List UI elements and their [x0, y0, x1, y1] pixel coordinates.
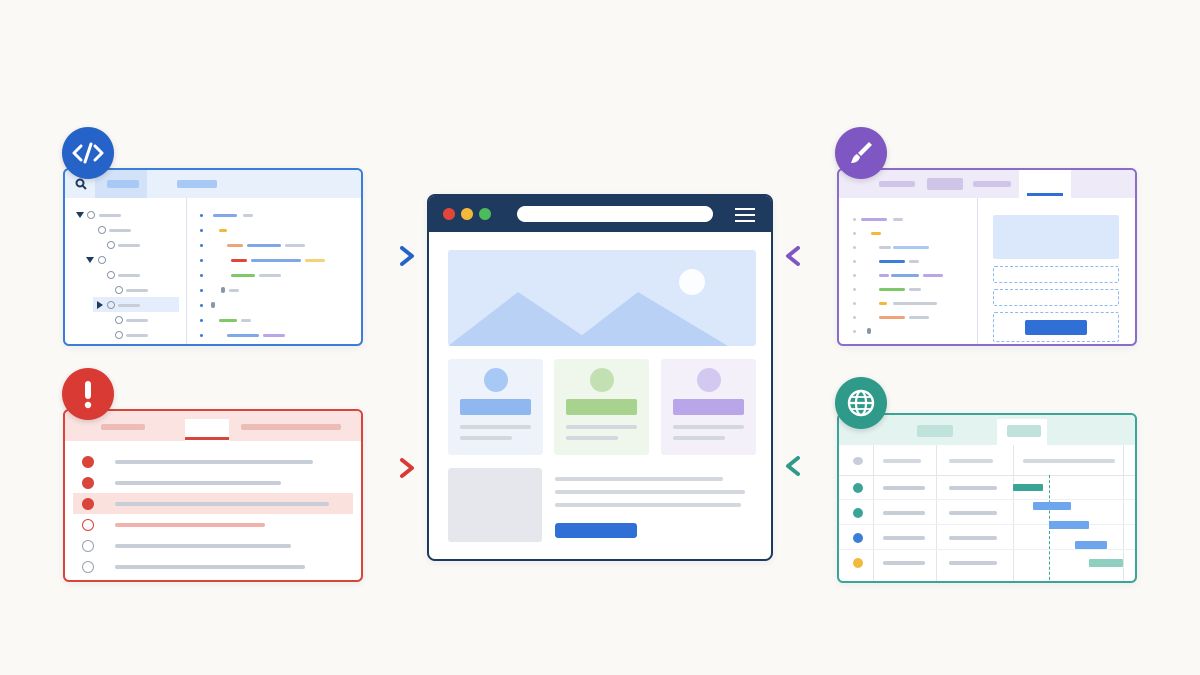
- window-minimize-button[interactable]: [461, 208, 473, 220]
- gantt-row-1-task-bar[interactable]: [1013, 484, 1043, 491]
- text-line: [555, 503, 741, 507]
- feature-card-1: [448, 359, 543, 455]
- row-divider: [839, 499, 1135, 500]
- card-button[interactable]: [673, 399, 744, 415]
- code-area: [839, 198, 977, 344]
- toolbar-tab-2[interactable]: [241, 424, 341, 430]
- canvas-button[interactable]: [1025, 320, 1087, 335]
- issue-row-3-status-dot: [82, 498, 94, 510]
- panel-divider: [977, 198, 978, 344]
- hero-image-placeholder: [448, 250, 756, 346]
- canvas-placeholder-block[interactable]: [993, 312, 1119, 342]
- chevron-down-icon[interactable]: [86, 257, 94, 263]
- panel-divider: [186, 198, 187, 344]
- issue-row-6-status-dot: [82, 561, 94, 573]
- window-maximize-button[interactable]: [479, 208, 491, 220]
- row-divider: [839, 549, 1135, 550]
- tab-file-1[interactable]: [107, 180, 139, 188]
- header-status-dot: [853, 457, 863, 465]
- text-line: [555, 477, 723, 481]
- address-bar[interactable]: [517, 206, 713, 222]
- globe-icon: [835, 377, 887, 429]
- gantt-row-4-status-dot: [853, 558, 863, 568]
- tab-file-2[interactable]: [177, 180, 217, 188]
- column-divider: [1123, 445, 1124, 581]
- active-tab-indicator: [1027, 193, 1063, 196]
- chevron-down-icon[interactable]: [76, 212, 84, 218]
- column-divider: [873, 445, 874, 581]
- column-divider: [1013, 445, 1014, 581]
- arrow-design-to-browser: [786, 246, 836, 266]
- window-close-button[interactable]: [443, 208, 455, 220]
- issue-row-5-title[interactable]: [115, 544, 291, 548]
- search-icon[interactable]: [75, 178, 87, 190]
- toolbar-active-tab[interactable]: [185, 419, 229, 441]
- content-image-placeholder: [448, 468, 542, 542]
- issue-row-5-status-dot: [82, 540, 94, 552]
- toolbar-tab-2[interactable]: [1007, 425, 1041, 437]
- gantt-row-1-status-dot: [853, 483, 863, 493]
- issue-row-2-status-dot: [82, 477, 94, 489]
- paintbrush-icon: [835, 127, 887, 179]
- gantt-row-3b-task-bar[interactable]: [1075, 541, 1107, 549]
- issue-row-3-title[interactable]: [115, 502, 329, 506]
- card-button[interactable]: [460, 399, 531, 415]
- code-editor-panel: [63, 168, 363, 346]
- code-brackets-icon: [62, 127, 114, 179]
- canvas-placeholder-block[interactable]: [993, 266, 1119, 283]
- toolbar-tab-1[interactable]: [879, 181, 915, 187]
- arrow-gantt-to-browser: [786, 456, 836, 476]
- gantt-toolbar: [839, 415, 1135, 445]
- toolbar-tab-1[interactable]: [101, 424, 145, 430]
- card-avatar: [484, 368, 508, 392]
- gantt-row-3-task-bar[interactable]: [1049, 521, 1089, 529]
- issue-row-4-title[interactable]: [115, 523, 265, 527]
- card-button[interactable]: [566, 399, 637, 415]
- card-avatar: [590, 368, 614, 392]
- issue-row-1-title[interactable]: [115, 460, 313, 464]
- gantt-row-2-task-bar[interactable]: [1033, 502, 1071, 510]
- chevron-right-icon[interactable]: [97, 301, 103, 309]
- hamburger-menu-icon[interactable]: [735, 208, 755, 222]
- exclamation-icon: [62, 368, 114, 420]
- issue-row-6-title[interactable]: [115, 565, 305, 569]
- card-avatar: [697, 368, 721, 392]
- gantt-header-row: [839, 445, 1135, 476]
- active-tab-indicator: [185, 437, 229, 440]
- gantt-row-4-task-bar[interactable]: [1089, 559, 1123, 567]
- today-marker: [1049, 475, 1050, 581]
- row-divider: [839, 524, 1135, 525]
- primary-button[interactable]: [555, 523, 637, 538]
- feature-card-2: [554, 359, 649, 455]
- feature-card-3: [661, 359, 756, 455]
- canvas-placeholder-block[interactable]: [993, 289, 1119, 306]
- toolbar-tab-2[interactable]: [927, 178, 963, 190]
- arrow-code-to-browser: [364, 246, 414, 266]
- toolbar-tab-3[interactable]: [973, 181, 1011, 187]
- gantt-row-2-status-dot: [853, 508, 863, 518]
- browser-window: [427, 194, 773, 561]
- code-area: [187, 198, 361, 344]
- issue-row-1-status-dot: [82, 456, 94, 468]
- canvas-image-block: [993, 215, 1119, 259]
- gantt-row-3-status-dot: [853, 533, 863, 543]
- mountain-image-icon: [448, 269, 728, 346]
- arrow-issues-to-browser: [364, 458, 414, 478]
- issue-row-4-status-dot: [82, 519, 94, 531]
- file-tree: [65, 198, 186, 344]
- text-line: [555, 490, 745, 494]
- issue-row-2-title[interactable]: [115, 481, 281, 485]
- column-divider: [936, 445, 937, 581]
- gantt-panel: [837, 413, 1137, 583]
- issue-list-panel: [63, 409, 363, 582]
- design-tool-panel: [837, 168, 1137, 346]
- toolbar-tab-1[interactable]: [917, 425, 953, 437]
